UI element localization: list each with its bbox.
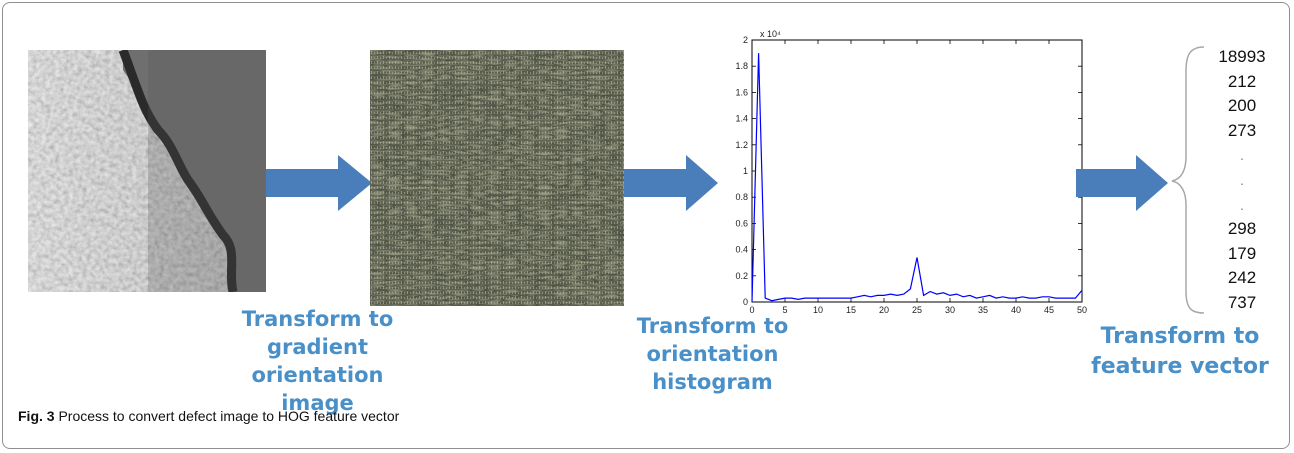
- y-tick-label: 1: [743, 166, 748, 176]
- x-tick-label: 25: [912, 305, 922, 315]
- label-vector: Transform to feature vector: [1080, 322, 1280, 382]
- vector-ellipsis-dot: .: [1240, 196, 1244, 213]
- vector-value: 273: [1227, 120, 1257, 140]
- label-histogram-line1: Transform to: [636, 314, 789, 338]
- x-tick-label: 20: [879, 305, 889, 315]
- arrow-2: [624, 155, 718, 211]
- x-tick-label: 15: [846, 305, 856, 315]
- vector-value: 179: [1227, 243, 1257, 263]
- y-tick-label: 0: [743, 297, 748, 307]
- label-vector-line2: feature vector: [1091, 354, 1269, 379]
- label-histogram-line3: histogram: [652, 370, 773, 394]
- plot-area: [751, 39, 1083, 303]
- x-tick-label: 45: [1044, 305, 1054, 315]
- y-tick-label: 1.8: [735, 61, 748, 71]
- vector-value: 737: [1227, 292, 1257, 312]
- x-tick-label: 35: [978, 305, 988, 315]
- y-tick-label: 1.6: [735, 87, 748, 97]
- vector-value: 200: [1227, 96, 1257, 116]
- y-tick-label: 2: [743, 35, 748, 45]
- x-tick-label: 50: [1077, 305, 1087, 315]
- figure-caption: Fig. 3 Process to convert defect image t…: [18, 408, 399, 424]
- vector-ellipsis-dot: .: [1240, 171, 1244, 188]
- label-vector-line1: Transform to: [1100, 324, 1260, 349]
- vector-value: 212: [1227, 71, 1257, 91]
- x-tick-label: 0: [749, 305, 754, 315]
- label-gradient: Transform to gradient orientation image: [215, 305, 420, 417]
- feature-vector: 18993 212 200 273... 298 179 242 737: [1170, 45, 1280, 314]
- x-tick-label: 40: [1011, 305, 1021, 315]
- y-tick-label: 1.2: [735, 140, 748, 150]
- vector-values: 18993 212 200 273... 298 179 242 737: [1202, 45, 1282, 316]
- caption-prefix: Fig. 3: [18, 408, 55, 424]
- defect-image: [28, 50, 266, 292]
- caption-text: Process to convert defect image to HOG f…: [54, 408, 400, 424]
- gradient-orientation-image: [370, 50, 624, 306]
- arrow-3: [1076, 155, 1168, 211]
- x-tick-label: 5: [782, 305, 787, 315]
- x-tick-label: 30: [945, 305, 955, 315]
- x-tick-label: 10: [813, 305, 823, 315]
- vector-value: 298: [1227, 219, 1257, 239]
- vector-brace: [1171, 46, 1205, 314]
- orientation-histogram-chart: x 10⁴ 0 0.2 0.4 0.6 0.8 1 1.2 1.4 1.6 1.8 2 0 5 10 15…: [735, 29, 1087, 315]
- y-tick-label: 0.2: [735, 271, 748, 281]
- y-tick-label: 0.4: [735, 245, 748, 255]
- vector-value: 18993: [1218, 47, 1266, 66]
- y-tick-label: 1.4: [735, 114, 748, 124]
- y-multiplier-label: x 10⁴: [760, 29, 781, 39]
- vector-value: 242: [1227, 268, 1257, 288]
- label-gradient-line1: Transform to: [241, 307, 394, 331]
- label-histogram-line2: orientation: [646, 342, 779, 366]
- vector-ellipsis-dot: .: [1240, 147, 1244, 164]
- arrow-1: [266, 155, 372, 211]
- y-tick-label: 0.8: [735, 192, 748, 202]
- label-gradient-line3: orientation image: [251, 363, 384, 415]
- label-gradient-line2: gradient: [266, 335, 369, 359]
- label-histogram: Transform to orientation histogram: [630, 312, 795, 396]
- y-tick-label: 0.6: [735, 218, 748, 228]
- histogram-line: [751, 53, 1083, 303]
